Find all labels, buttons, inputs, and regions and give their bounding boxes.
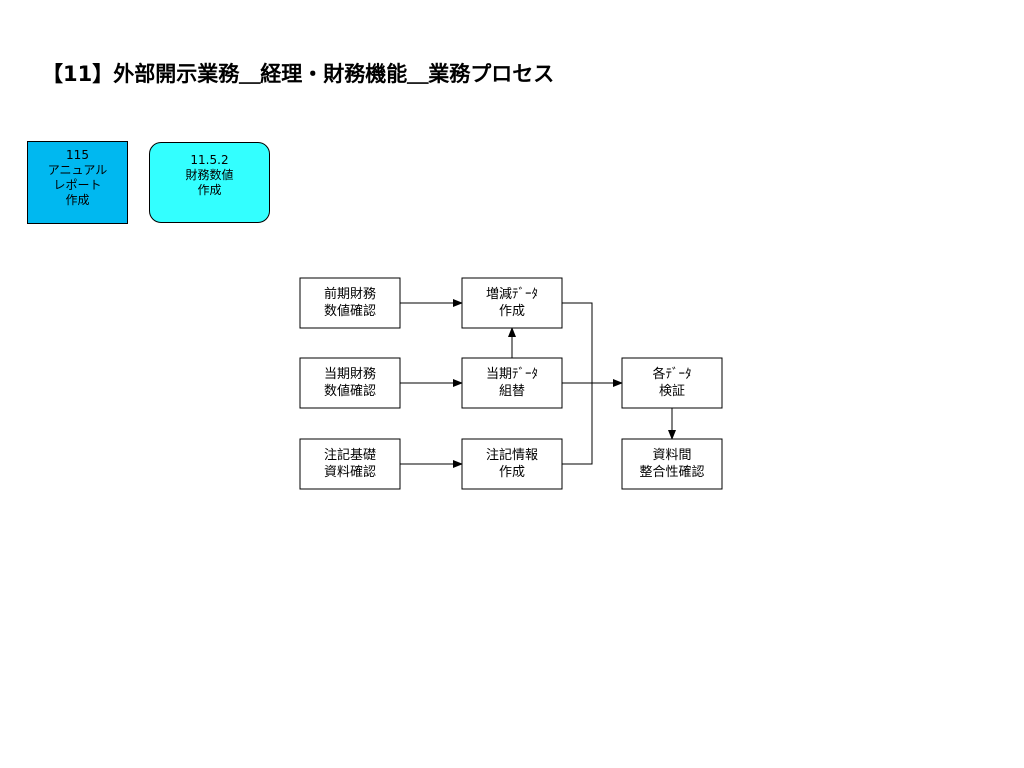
flow-node-label: 作成	[499, 465, 525, 480]
flow-node-verify[interactable]: 各ﾃﾞｰﾀ 検証	[621, 357, 723, 409]
flow-node-label: 当期ﾃﾞｰﾀ	[486, 367, 538, 382]
flow-node-box	[299, 357, 401, 409]
flow-node-label: 作成	[499, 304, 525, 319]
flow-node-recomb[interactable]: 当期ﾃﾞｰﾀ 組替	[461, 357, 563, 409]
subprocess-reference-label: 11.5.2 財務数値 作成	[185, 153, 234, 197]
flow-node-box	[461, 438, 563, 490]
flow-edge-noteinfo-to-verify	[562, 383, 593, 465]
flow-node-box	[461, 357, 563, 409]
subprocess-reference-box[interactable]: 11.5.2 財務数値 作成	[149, 142, 270, 223]
flow-node-label: 増減ﾃﾞｰﾀ	[486, 286, 538, 302]
flow-node-box	[621, 357, 723, 409]
flow-node-label: 数値確認	[324, 303, 376, 319]
flow-node-label: 資料間	[652, 448, 691, 463]
flow-node-label: 注記基礎	[324, 447, 376, 463]
flow-node-box	[461, 277, 563, 329]
flow-node-box	[621, 438, 723, 490]
flow-node-box	[299, 438, 401, 490]
flow-node-label: 資料確認	[324, 464, 376, 480]
flow-node-diff[interactable]: 増減ﾃﾞｰﾀ 作成	[461, 277, 563, 329]
flow-edge-diff-to-verify	[562, 302, 593, 383]
flow-node-label: 前期財務	[324, 286, 376, 302]
flow-node-box	[299, 277, 401, 329]
flow-node-label: 当期財務	[324, 367, 376, 382]
flow-node-label: 各ﾃﾞｰﾀ	[652, 366, 691, 382]
flow-node-label: 検証	[659, 384, 685, 399]
page-title: 【11】外部開示業務＿経理・財務機能＿業務プロセス	[42, 62, 555, 86]
process-reference-label: 115 アニュアル レポート 作成	[47, 148, 108, 207]
flow-node-label: 整合性確認	[639, 464, 704, 480]
flow-node-label: 数値確認	[324, 383, 376, 399]
flow-node-label: 組替	[499, 384, 525, 399]
flow-node-label: 注記情報	[486, 447, 538, 463]
process-reference-box[interactable]: 115 アニュアル レポート 作成	[27, 141, 128, 224]
